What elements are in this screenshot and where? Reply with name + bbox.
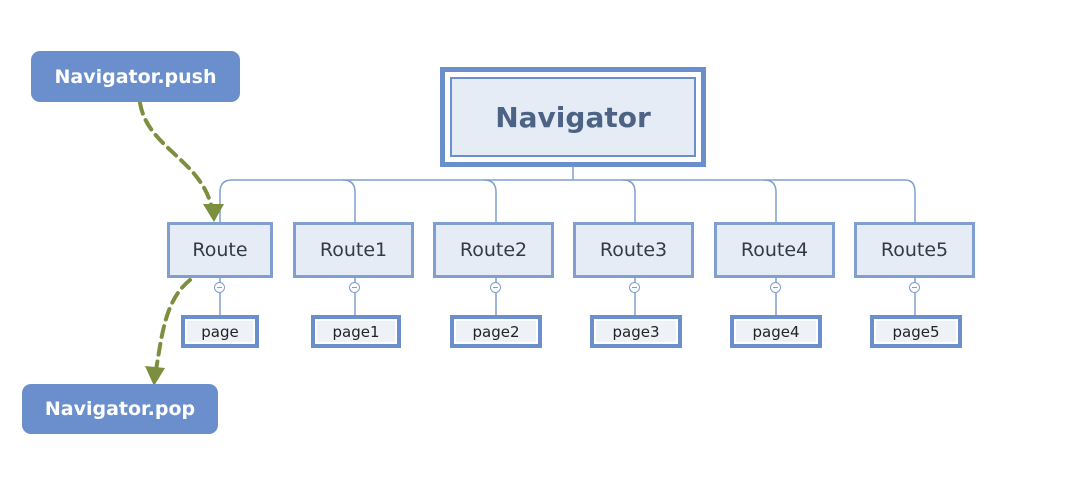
- route-connector-5: [904, 179, 916, 222]
- navigator-node: Navigator: [440, 67, 706, 167]
- collapse-toggle-icon[interactable]: [629, 282, 640, 293]
- navigator-push-label: Navigator.push: [31, 51, 240, 102]
- collapse-toggle-icon[interactable]: [909, 282, 920, 293]
- push-arrow: [138, 101, 215, 216]
- pop-arrow: [154, 278, 192, 372]
- collapse-toggle-icon[interactable]: [490, 282, 501, 293]
- page-node-3: page3: [590, 315, 682, 348]
- push-arrowhead: [203, 204, 224, 222]
- route-connector-1: [342, 179, 356, 222]
- collapse-toggle-icon[interactable]: [349, 282, 360, 293]
- page-node-4: page4: [730, 315, 822, 348]
- navigator-node-label: Navigator: [450, 77, 696, 157]
- page-node-label: page5: [876, 321, 956, 342]
- page-node-label: page: [187, 321, 253, 342]
- collapse-toggle-icon[interactable]: [214, 282, 225, 293]
- page-node-2: page2: [450, 315, 542, 348]
- route-connector-2: [483, 179, 497, 222]
- route-connector-4: [763, 179, 777, 222]
- page-node-5: page5: [870, 315, 962, 348]
- navigator-pop-label: Navigator.pop: [22, 384, 218, 434]
- page-node-label: page3: [596, 321, 676, 342]
- route-node-3: Route3: [573, 222, 694, 278]
- route-node-0: Route: [167, 222, 273, 278]
- route-node-1: Route1: [293, 222, 414, 278]
- route-node-5: Route5: [854, 222, 975, 278]
- pop-arrowhead: [145, 366, 165, 386]
- page-node-1: page1: [311, 315, 401, 348]
- page-node-0: page: [181, 315, 259, 348]
- route-connector-0: [219, 179, 233, 222]
- page-node-label: page1: [317, 321, 395, 342]
- page-node-label: page4: [736, 321, 816, 342]
- route-connector-3: [622, 179, 636, 222]
- route-node-2: Route2: [433, 222, 554, 278]
- page-node-label: page2: [456, 321, 536, 342]
- collapse-toggle-icon[interactable]: [770, 282, 781, 293]
- route-node-4: Route4: [714, 222, 835, 278]
